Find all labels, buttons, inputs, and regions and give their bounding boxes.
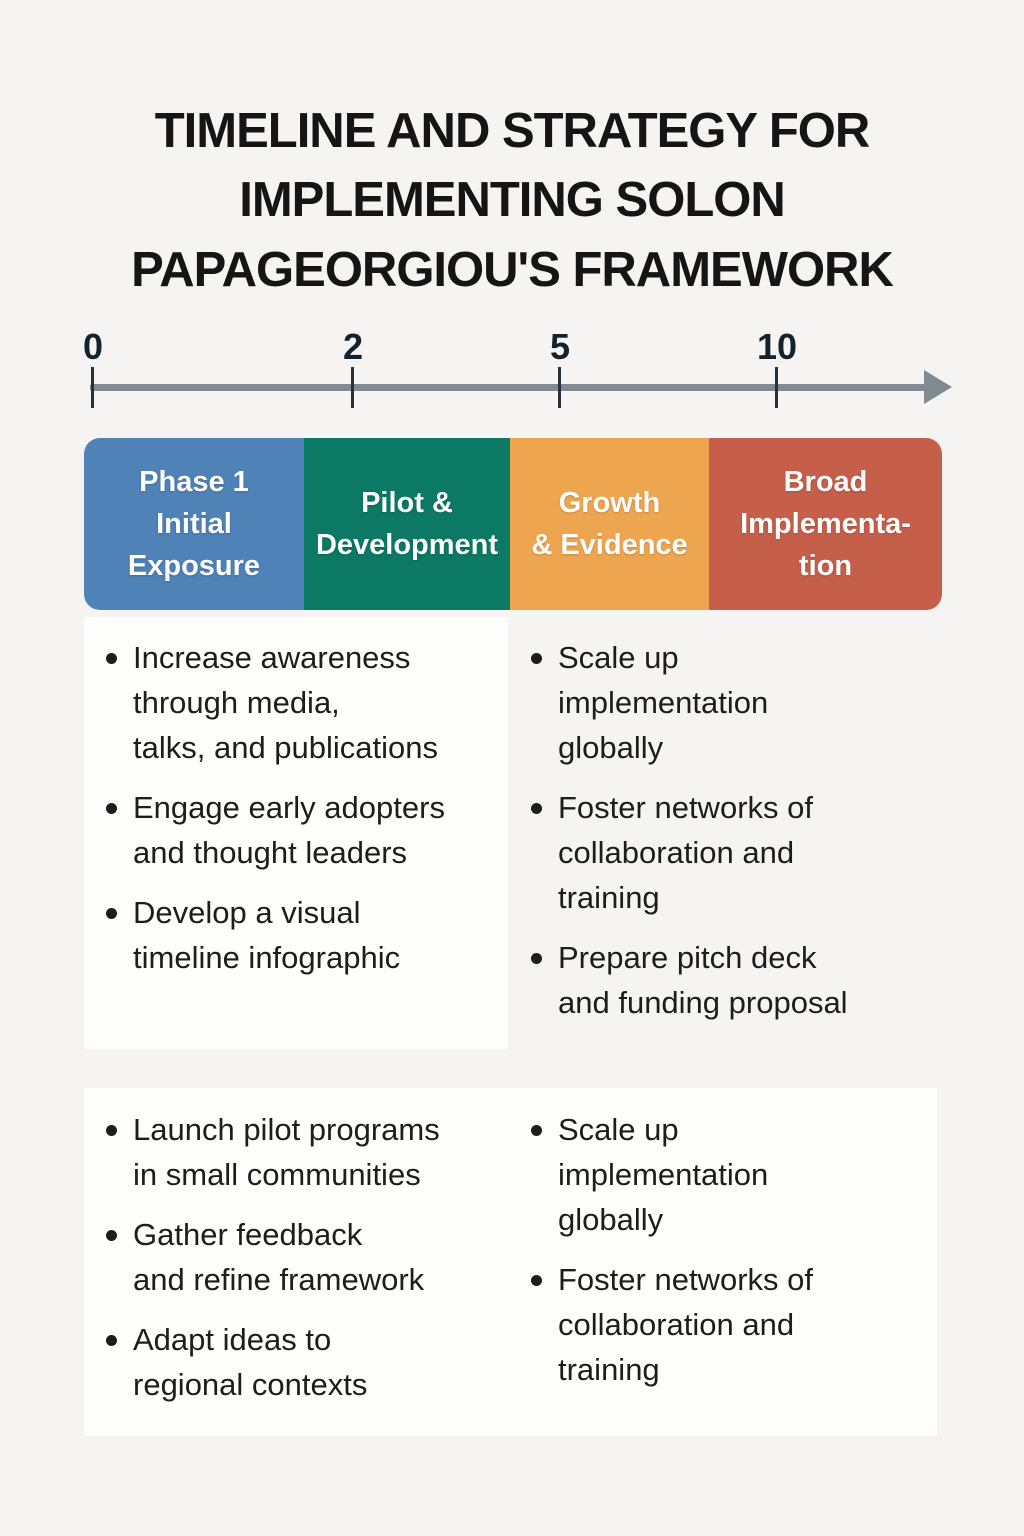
phase-label: Phase 1 Initial Exposure [127,465,261,583]
tick-mark-10 [775,367,778,408]
bullet-dot [531,653,542,664]
tick-label: 0 [82,326,104,367]
list-item: Launch pilot programs in small communiti… [106,1108,516,1198]
tick-label: 10 [756,326,798,367]
page-title: TIMELINE AND STRATEGY FOR IMPLEMENTING S… [131,103,894,297]
bullet-dot [106,1125,117,1136]
arrow-right-icon [924,370,952,404]
phase-box-initial-exposure: Phase 1 Initial Exposure [84,438,304,610]
phase-label: Broad Implementa- tion [740,465,911,583]
list-broad-actions: Scale up implementation globally Foster … [531,1108,941,1408]
list-item-text: Engage early adopters and thought leader… [133,789,445,870]
list-item-text: Scale up implementation globally [558,640,769,765]
list-item: Develop a visual timeline infographic [106,891,516,981]
list-item: Engage early adopters and thought leader… [106,786,516,876]
timeline-axis [90,384,928,391]
list-item: Foster networks of collaboration and tra… [531,1258,941,1393]
list-growth-actions: Scale up implementation globally Foster … [531,636,941,1041]
list-item-text: Launch pilot programs in small communiti… [133,1112,440,1192]
bottom-panel [84,1088,937,1436]
tick-label: 2 [342,326,364,367]
tick-mark-2 [351,367,354,408]
phase-box-pilot-development: Pilot & Development [304,438,510,610]
bullet-dot [106,907,117,919]
phase-label: Growth & Evidence [531,486,688,561]
list-item-text: Foster networks of collaboration and tra… [558,1261,813,1387]
bullet-dot [106,802,117,814]
list-item-text: Prepare pitch deck and funding proposal [558,939,848,1020]
bullet-dot [531,952,542,964]
bullet-dot [531,1274,542,1286]
tick-label: 5 [549,326,571,367]
top-left-panel [84,617,508,1049]
list-item-text: Scale up implementation globally [558,1112,769,1237]
bullet-dot [531,1125,542,1136]
phase-row: Phase 1 Initial Exposure Pilot & Develop… [84,438,942,610]
bullet-dot [106,1229,117,1241]
list-item-text: Foster networks of collaboration and tra… [558,789,813,915]
list-item: Scale up implementation globally [531,636,941,771]
list-phase1-actions: Increase awareness through media, talks,… [106,636,516,996]
tick-mark-0 [91,367,94,408]
list-item: Prepare pitch deck and funding proposal [531,936,941,1026]
tick-mark-5 [558,367,561,408]
list-item-text: Gather feedback and refine framework [133,1216,425,1297]
list-item-text: Develop a visual timeline infographic [133,894,401,975]
bullet-dot [531,802,542,814]
list-item: Increase awareness through media, talks,… [106,636,516,771]
list-item: Gather feedback and refine framework [106,1213,516,1303]
list-item-text: Increase awareness through media, talks,… [133,640,439,765]
bullet-dot [106,653,117,664]
list-item: Adapt ideas to regional contexts [106,1318,516,1408]
list-item-text: Adapt ideas to regional contexts [133,1321,368,1402]
phase-box-broad-implementation: Broad Implementa- tion [709,438,942,610]
list-pilot-actions: Launch pilot programs in small communiti… [106,1108,516,1423]
list-item: Foster networks of collaboration and tra… [531,786,941,921]
bullet-dot [106,1334,117,1346]
list-item: Scale up implementation globally [531,1108,941,1243]
phase-box-growth-evidence: Growth & Evidence [510,438,709,610]
phase-label: Pilot & Development [315,486,499,561]
